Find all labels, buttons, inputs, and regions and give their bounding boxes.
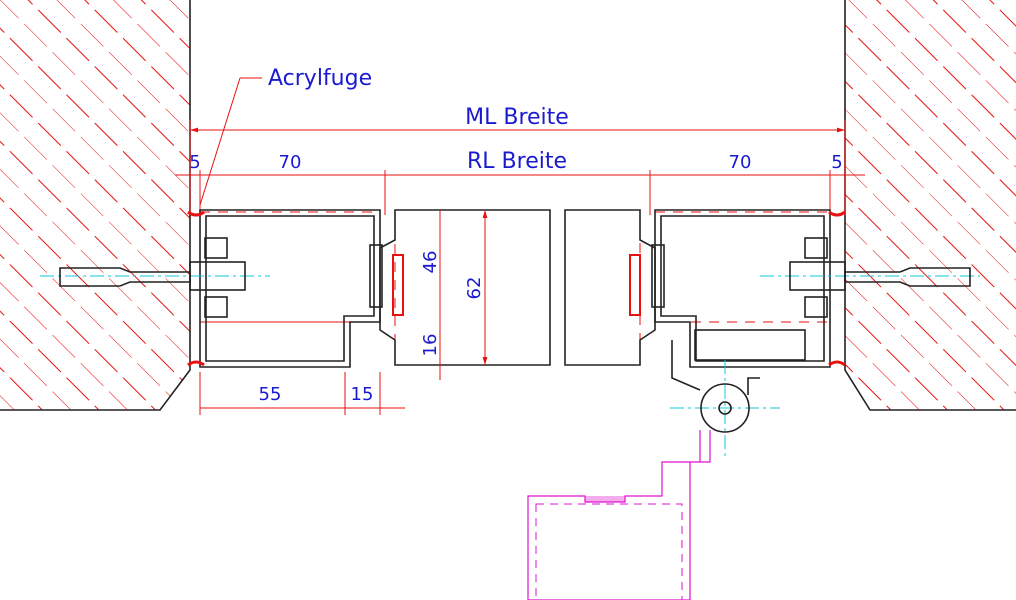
door-leaf xyxy=(527,430,711,600)
right-gap-label: 5 xyxy=(831,152,842,173)
rl-width-dimension: RL Breite 5 70 70 5 xyxy=(175,149,865,215)
ml-width-dimension: ML Breite xyxy=(189,105,846,215)
left-frame-label: 70 xyxy=(279,152,302,173)
center-door-right xyxy=(564,209,656,366)
acrylfuge-callout: Acrylfuge xyxy=(199,66,372,206)
vertical-dimensions: 46 62 16 xyxy=(420,210,488,380)
dim-46-label: 46 xyxy=(420,251,441,274)
right-frame-label: 70 xyxy=(729,152,752,173)
dim-55-label: 55 xyxy=(259,384,282,405)
acrylfuge-label: Acrylfuge xyxy=(268,66,372,91)
right-anchor xyxy=(760,237,980,318)
left-wall xyxy=(0,0,191,411)
left-gap-label: 5 xyxy=(189,152,200,173)
left-anchor xyxy=(40,237,270,318)
rl-width-label: RL Breite xyxy=(467,149,567,174)
center-door-left xyxy=(379,209,551,366)
hinge xyxy=(670,340,780,460)
right-frame-profile xyxy=(651,209,846,368)
dim-16-label: 16 xyxy=(420,334,441,357)
bottom-dimensions: 55 15 xyxy=(199,372,405,415)
dim-62-label: 62 xyxy=(464,277,485,300)
left-frame-profile xyxy=(187,209,383,368)
dim-15-label: 15 xyxy=(351,384,374,405)
ml-width-label: ML Breite xyxy=(465,105,569,130)
right-wall xyxy=(844,0,1016,411)
